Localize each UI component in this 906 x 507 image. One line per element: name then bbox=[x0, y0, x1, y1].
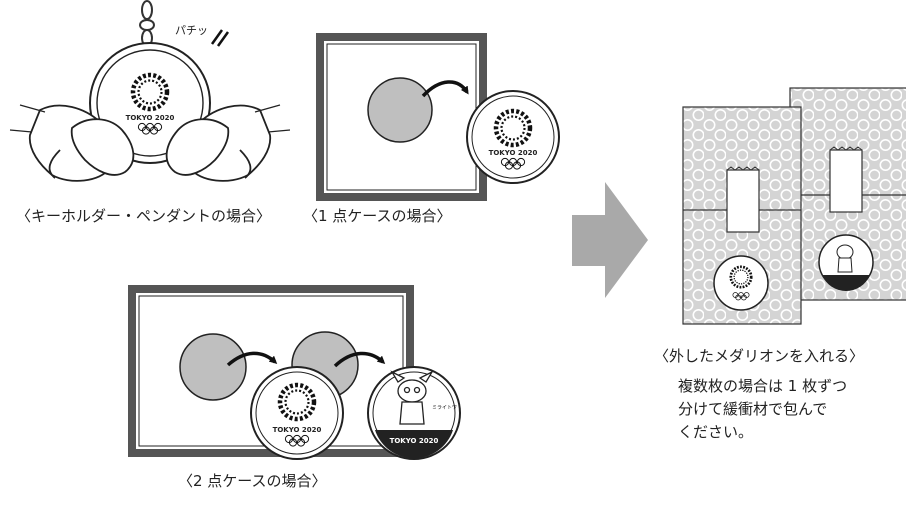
keyholder-illustration: TOKYO 2020 パチッ bbox=[9, 0, 291, 182]
chain bbox=[139, 0, 155, 47]
bubble-wrap-back bbox=[789, 87, 906, 301]
bubble-wrap-packages bbox=[682, 87, 906, 325]
mascot-icon bbox=[390, 370, 434, 425]
medal-text: TOKYO 2020 bbox=[273, 426, 322, 434]
single-case-illustration: TOKYO 2020 bbox=[316, 33, 560, 201]
removed-medal-emblem: TOKYO 2020 bbox=[250, 366, 344, 460]
hands bbox=[9, 104, 291, 182]
medal-text: TOKYO 2020 bbox=[126, 114, 175, 122]
remove-arrow-icon bbox=[421, 80, 469, 98]
caption-wrapped: 〈外したメダリオンを入れる〉 bbox=[654, 347, 865, 365]
remove-arrow-icon bbox=[333, 351, 386, 368]
caption-keyholder: 〈キーホルダー・ペンダントの場合〉 bbox=[16, 207, 272, 225]
note-line: 分けて緩衝材で包んで bbox=[678, 400, 828, 418]
bubble-wrap-front bbox=[682, 106, 802, 325]
mascot-name: ミライトワ bbox=[432, 405, 457, 411]
remove-arrow-icon bbox=[226, 351, 278, 367]
caption-double-case: 〈2 点ケースの場合〉 bbox=[178, 472, 327, 490]
removed-medal-mascot: TOKYO 2020 ミライトワ bbox=[367, 366, 461, 460]
note-line: 複数枚の場合は 1 枚ずつ bbox=[678, 377, 848, 395]
snap-mark-icon bbox=[210, 29, 230, 47]
removed-medal: TOKYO 2020 bbox=[466, 90, 560, 184]
medal-slot-empty bbox=[367, 77, 433, 143]
double-case-illustration: TOKYO 2020 TOKYO 2020 ミライトワ bbox=[128, 285, 461, 460]
caption-single-case: 〈1 点ケースの場合〉 bbox=[303, 207, 452, 225]
note-line: ください。 bbox=[678, 423, 754, 441]
sound-effect-text: パチッ bbox=[175, 24, 208, 37]
medal-slot-empty bbox=[179, 333, 247, 401]
medal-text: TOKYO 2020 bbox=[390, 437, 439, 445]
next-step-arrow-icon bbox=[572, 182, 648, 298]
medal-text: TOKYO 2020 bbox=[489, 149, 538, 157]
wrapping-note: 複数枚の場合は 1 枚ずつ 分けて緩衝材で包んで ください。 bbox=[678, 375, 847, 444]
